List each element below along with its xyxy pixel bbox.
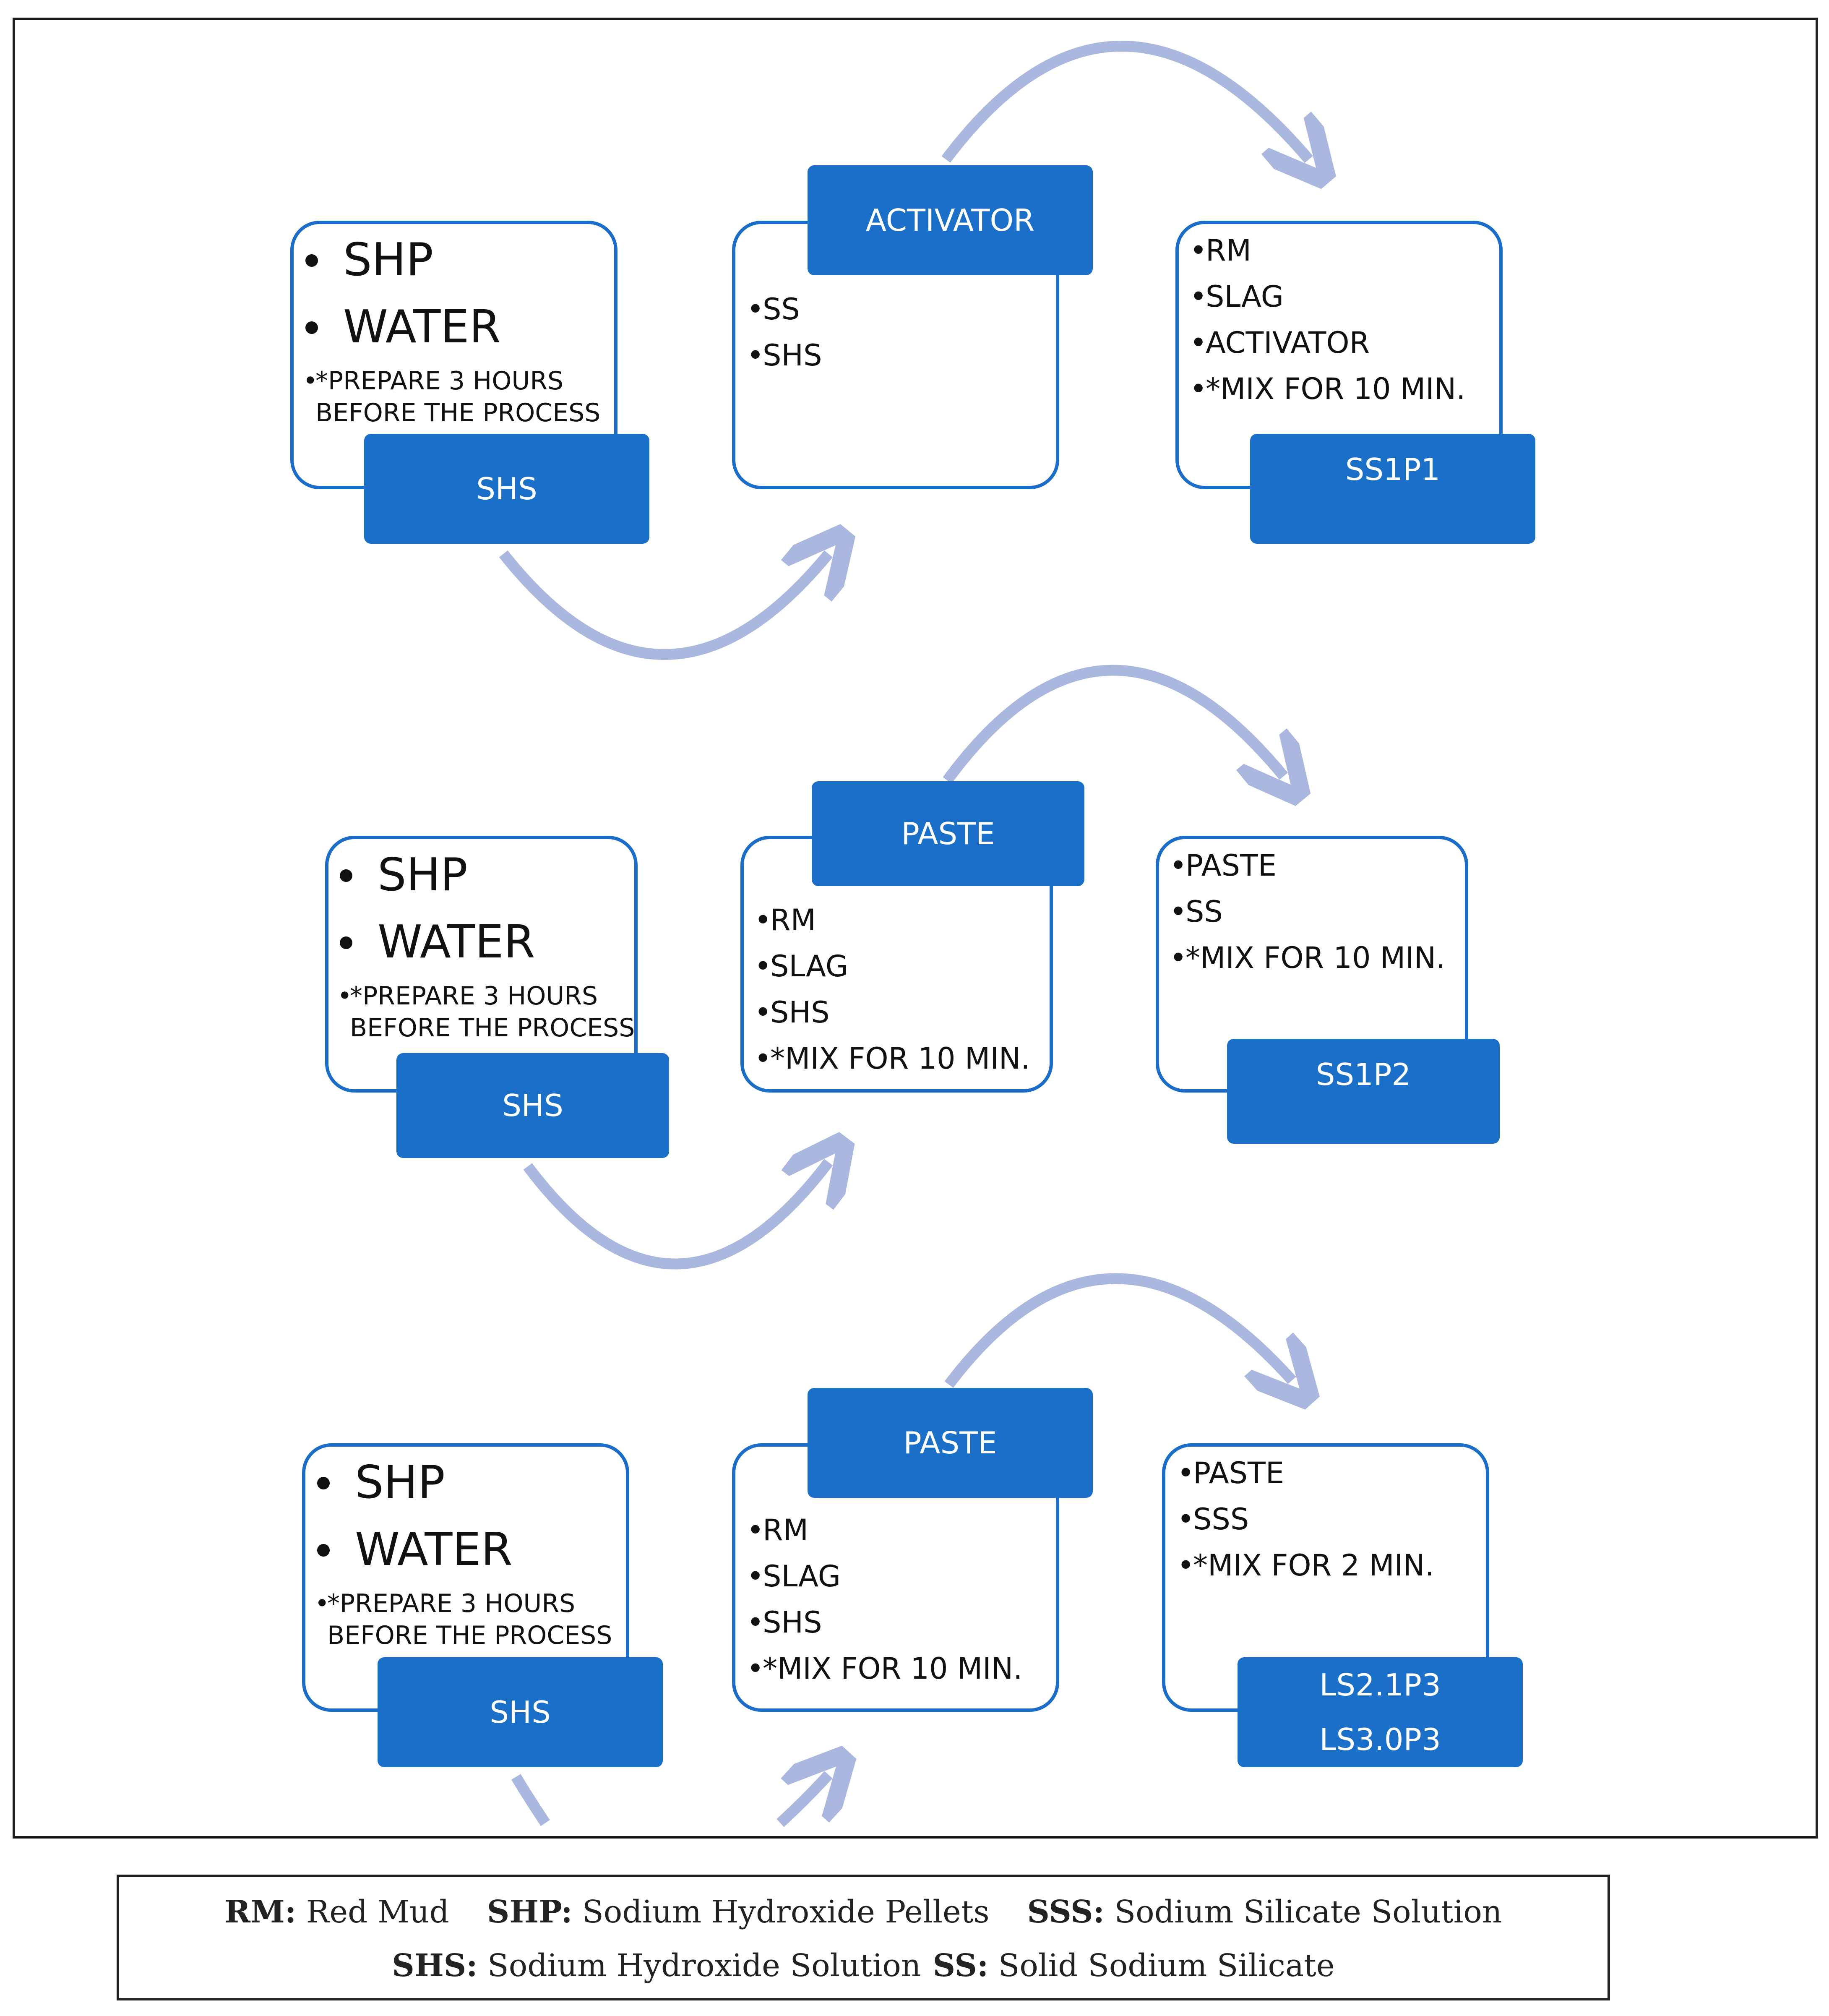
tab-shs-1: SHS bbox=[364, 434, 649, 544]
shs-item: WATER bbox=[313, 1516, 513, 1583]
ss1p1-item: *MIX FOR 10 MIN. bbox=[1190, 366, 1465, 412]
arrow-activator-to-ss1p1 bbox=[941, 41, 1309, 159]
paste-item: RM bbox=[754, 897, 1030, 943]
ss1p2-item: *MIX FOR 10 MIN. bbox=[1170, 935, 1445, 981]
tab-paste-3: PASTE bbox=[808, 1388, 1093, 1498]
tab-shs-3: SHS bbox=[378, 1657, 663, 1767]
shs-item: SHP bbox=[313, 1449, 513, 1516]
legend-entry: SHS: Sodium Hydroxide Solution bbox=[392, 1948, 921, 1984]
paste-item: *MIX FOR 10 MIN. bbox=[747, 1646, 1022, 1692]
shs-item: SHP bbox=[336, 842, 535, 909]
legend-entry: SHP: Sodium Hydroxide Pellets bbox=[487, 1894, 990, 1930]
ss1p1-item: ACTIVATOR bbox=[1190, 320, 1465, 366]
activator-item: SS bbox=[747, 286, 822, 332]
arrow-shs-to-paste-3b bbox=[776, 1775, 829, 1827]
paste-item: SLAG bbox=[754, 943, 1030, 989]
paste-item: SLAG bbox=[747, 1553, 1022, 1599]
ls-item: *MIX FOR 2 MIN. bbox=[1177, 1542, 1434, 1588]
shs-box-2 bbox=[325, 836, 638, 1093]
legend-entry: SSS: Sodium Silicate Solution bbox=[1027, 1894, 1502, 1930]
shs-item: WATER bbox=[336, 909, 535, 976]
ss1p1-item: SLAG bbox=[1190, 274, 1465, 320]
ls-item: SSS bbox=[1177, 1496, 1434, 1542]
legend-row-2: SHS: Sodium Hydroxide Solution SS: Solid … bbox=[119, 1948, 1608, 1984]
arrow-paste-to-ss1p2 bbox=[943, 665, 1284, 780]
tab-ls: LS2.1P3 LS3.0P3 bbox=[1238, 1657, 1523, 1767]
ss1p2-items: PASTE SS *MIX FOR 10 MIN. bbox=[1170, 842, 1445, 981]
arrow-paste-to-ls bbox=[944, 1273, 1292, 1385]
ss1p1-item: RM bbox=[1190, 227, 1465, 274]
prepare-note-2: • *PREPARE 3 HOURS BEFORE THE PROCESS bbox=[337, 981, 635, 1043]
tab-ss1p1: SS1P1 bbox=[1250, 434, 1535, 544]
prepare-note-3: • *PREPARE 3 HOURS BEFORE THE PROCESS bbox=[315, 1589, 612, 1650]
shs-item: WATER bbox=[301, 294, 501, 361]
arrow-shs-to-paste-3a bbox=[511, 1774, 550, 1826]
activator-item: SHS bbox=[747, 332, 822, 378]
legend-row-1: RM: Red Mud SHP: Sodium Hydroxide Pellets… bbox=[119, 1894, 1608, 1930]
paste-item: *MIX FOR 10 MIN. bbox=[754, 1035, 1030, 1082]
paste-item: SHS bbox=[754, 989, 1030, 1035]
tab-shs-2: SHS bbox=[396, 1053, 669, 1158]
shs-items-3: SHP WATER bbox=[313, 1449, 513, 1583]
tab-ss1p2: SS1P2 bbox=[1227, 1039, 1500, 1144]
arrow-shs-to-paste-2 bbox=[523, 1162, 829, 1270]
shs-items-2: SHP WATER bbox=[336, 842, 535, 976]
ss1p1-items: RM SLAG ACTIVATOR *MIX FOR 10 MIN. bbox=[1190, 227, 1465, 412]
paste-item: SHS bbox=[747, 1599, 1022, 1646]
shs-item: SHP bbox=[301, 227, 501, 294]
diagram-frame bbox=[13, 18, 1818, 1839]
paste-items-3: RM SLAG SHS *MIX FOR 10 MIN. bbox=[747, 1507, 1022, 1692]
legend-entry: RM: Red Mud bbox=[224, 1894, 449, 1930]
abbreviation-legend: RM: Red Mud SHP: Sodium Hydroxide Pellets… bbox=[117, 1875, 1610, 2000]
ss1p2-item: SS bbox=[1170, 889, 1445, 935]
paste-items-2: RM SLAG SHS *MIX FOR 10 MIN. bbox=[754, 897, 1030, 1082]
shs-items-1: SHP WATER bbox=[301, 227, 501, 361]
activator-items: SS SHS bbox=[747, 286, 822, 378]
arrow-shs-to-activator bbox=[499, 554, 829, 660]
ls-items: PASTE SSS *MIX FOR 2 MIN. bbox=[1177, 1450, 1434, 1588]
tab-activator: ACTIVATOR bbox=[808, 165, 1093, 275]
paste-item: RM bbox=[747, 1507, 1022, 1553]
ss1p2-item: PASTE bbox=[1170, 842, 1445, 889]
prepare-note-1: • *PREPARE 3 HOURS BEFORE THE PROCESS bbox=[303, 366, 601, 428]
ls-item: PASTE bbox=[1177, 1450, 1434, 1496]
legend-entry: SS: Solid Sodium Silicate bbox=[933, 1948, 1335, 1984]
tab-paste-2: PASTE bbox=[812, 781, 1084, 886]
